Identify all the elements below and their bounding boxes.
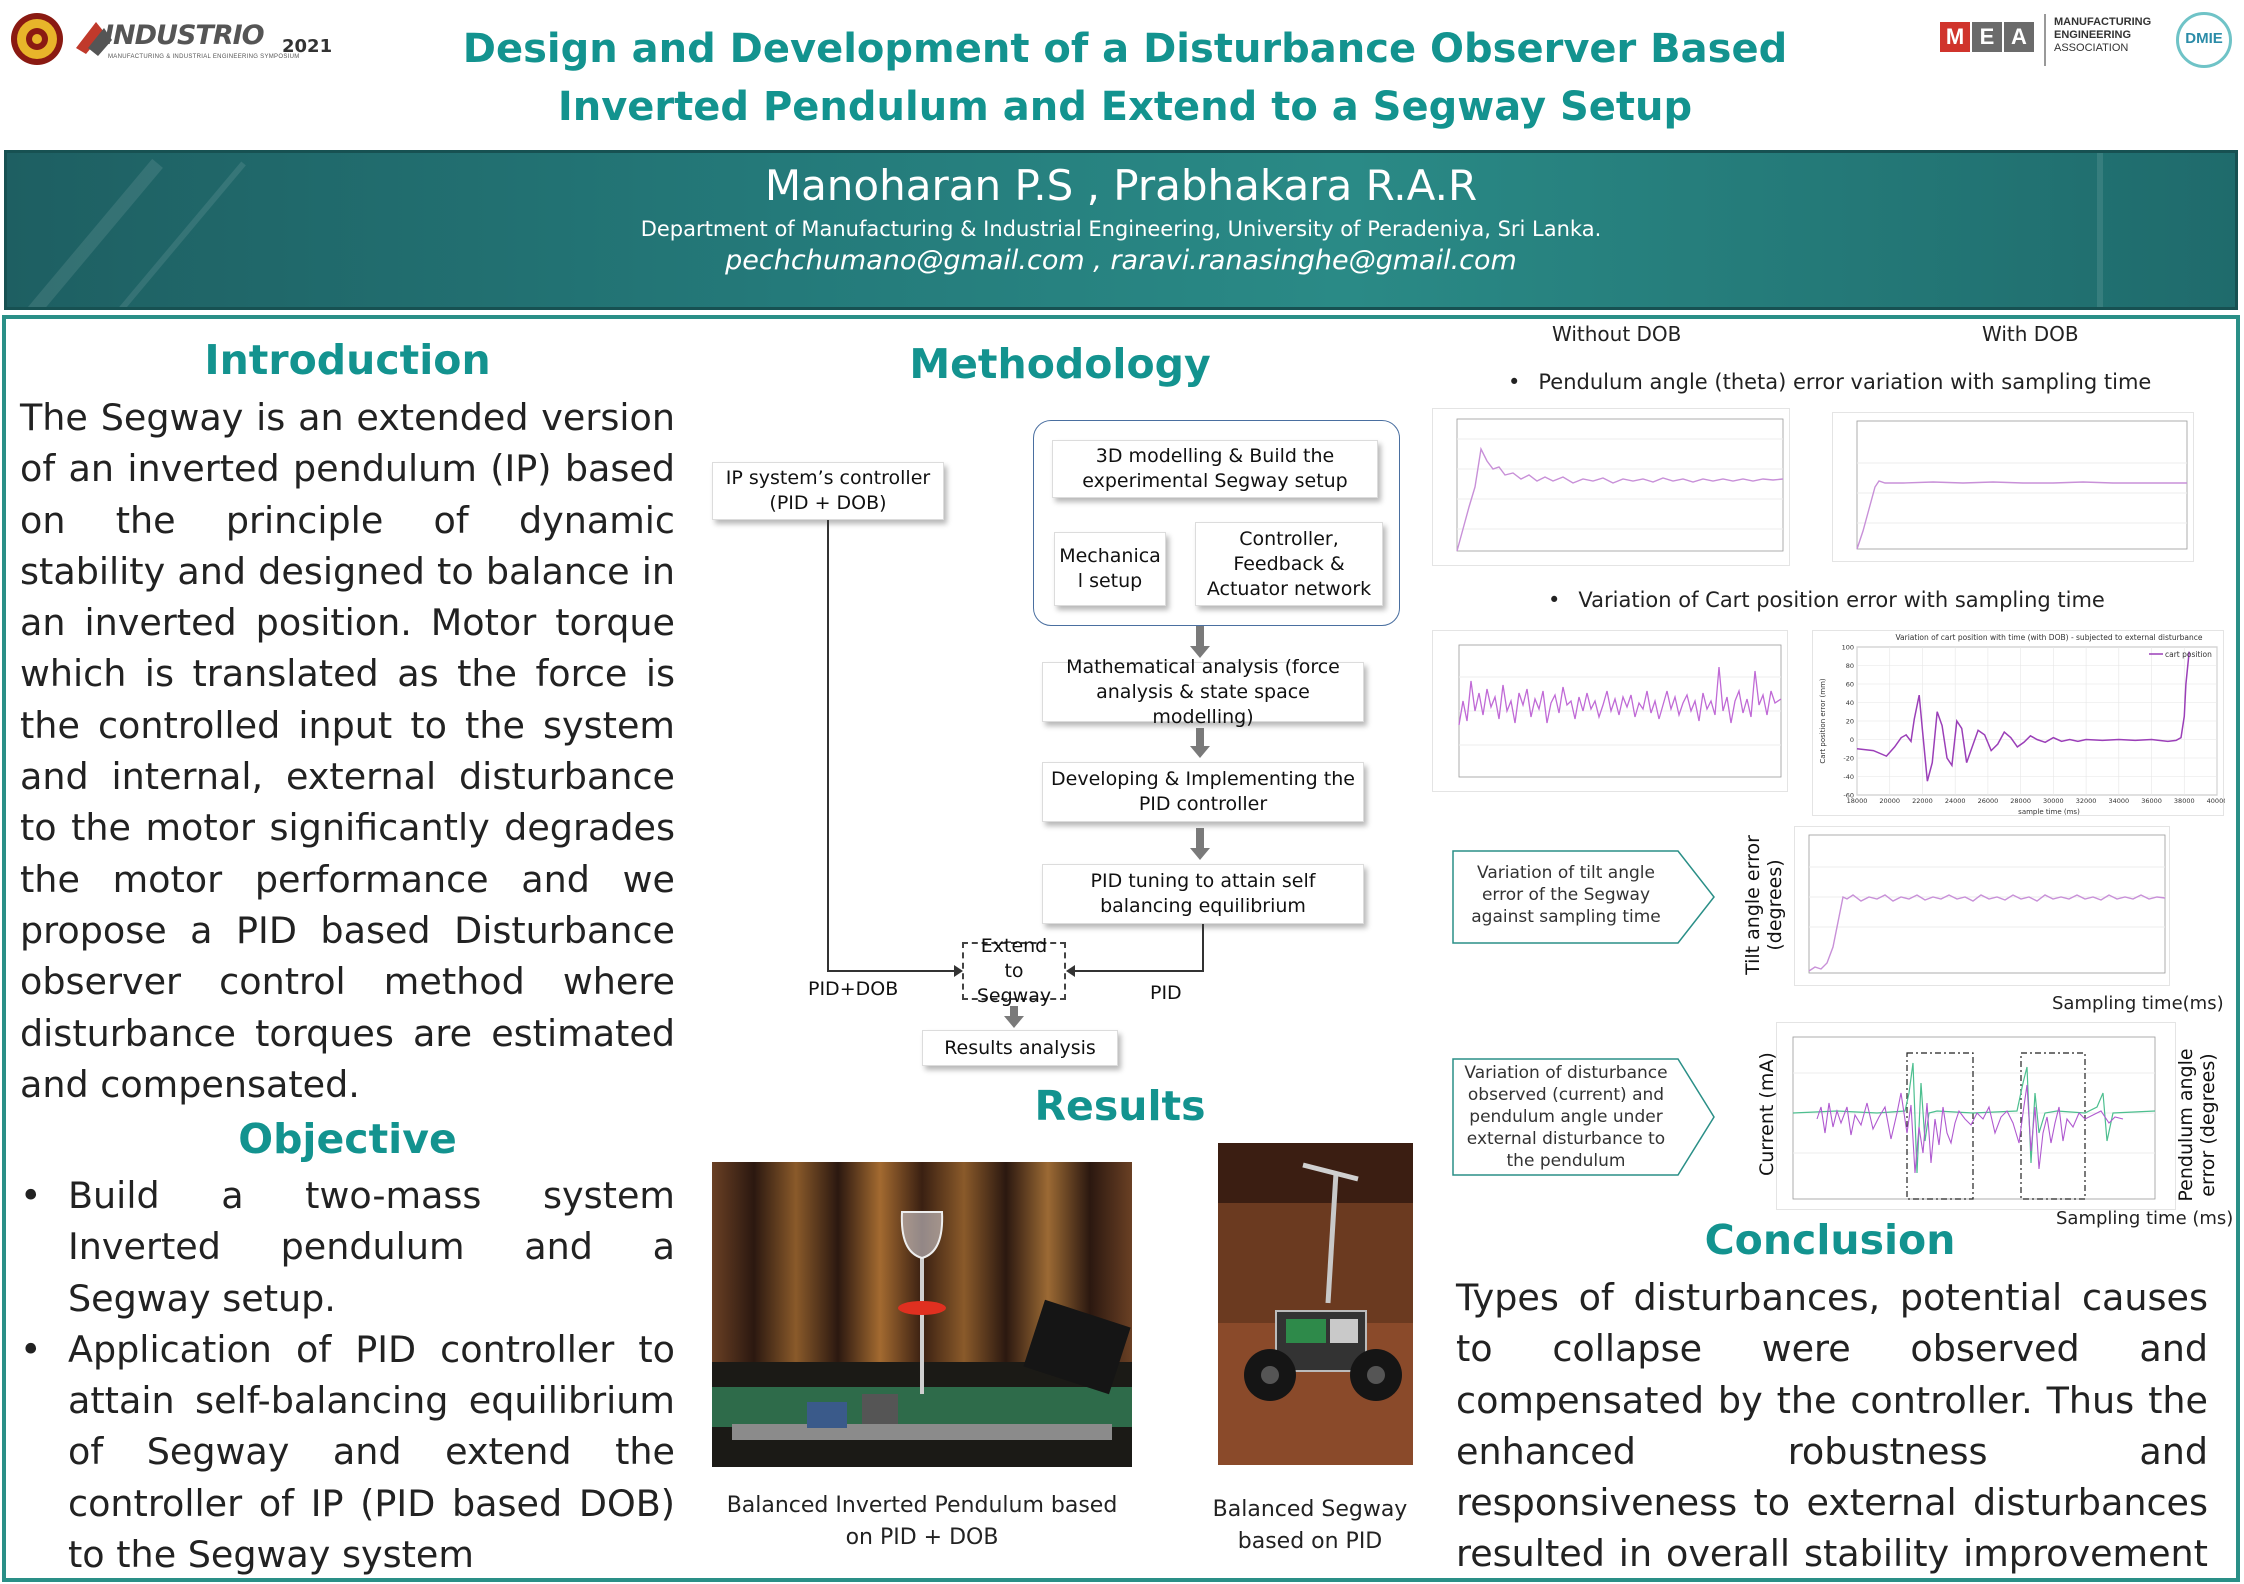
bullet-pendulum-angle-text: Pendulum angle (theta) error variation w… [1538, 370, 2152, 394]
y-tick-label: 100 [1842, 644, 1854, 652]
cart-position-without-dob-chart [1432, 630, 1788, 792]
x-tick-label: 26000 [1978, 797, 1999, 805]
pendulum-angle-without-dob-chart [1432, 408, 1790, 566]
x-tick-label: 22000 [1912, 797, 1933, 805]
flow-box-modelling: 3D modelling & Build the experimental Se… [1052, 440, 1378, 498]
bullet-cart-position: •Variation of Cart position error with s… [1548, 588, 2105, 612]
connector-arrow-head [1066, 965, 1075, 977]
mea-logo: M E A MANUFACTURING ENGINEERING ASSOCIAT… [1940, 14, 2200, 70]
x-tick-label: 36000 [2141, 797, 2162, 805]
connector-line [827, 970, 955, 972]
pendulum-angle-error-ylabel: Pendulum angle error (degrees) [2175, 1048, 2219, 1202]
introduction-body: The Segway is an extended version of an … [20, 396, 675, 1106]
flow-arrow-head [1004, 1016, 1024, 1028]
authors: Manoharan P.S , Prabhakara R.A.R [764, 161, 1478, 210]
results-heading: Results [1034, 1082, 1206, 1130]
flow-box-results-analysis: Results analysis [922, 1030, 1118, 1066]
y-tick-label: 0 [1850, 736, 1854, 744]
disturbance-callout: Variation of disturbance observed (curre… [1452, 1058, 1716, 1176]
flow-arrow [1196, 626, 1204, 646]
inverted-pendulum-caption: Balanced Inverted Pendulum based on PID … [726, 1493, 1118, 1550]
x-tick-label: 32000 [2076, 797, 2097, 805]
label-pid-dob: PID+DOB [808, 978, 899, 1000]
flow-arrow-head [1190, 646, 1210, 658]
y-tick-label: 80 [1846, 662, 1854, 670]
flow-arrow-head [1190, 848, 1210, 860]
x-tick-label: 24000 [1945, 797, 1966, 805]
connector-line [827, 520, 829, 972]
industrio-logo: INDUSTRIO 2021 MANUFACTURING & INDUSTRIA… [74, 12, 332, 68]
flow-box-pid-tuning: PID tuning to attain self balancing equi… [1042, 864, 1364, 924]
label-pid: PID [1150, 982, 1182, 1004]
tilt-angle-callout-text: Variation of tilt angle error of the Seg… [1471, 863, 1661, 927]
y-tick-label: -20 [1843, 755, 1854, 763]
x-tick-label: 20000 [1879, 797, 1900, 805]
emails: pechchumano@gmail.com , raravi.ranasingh… [725, 245, 1517, 276]
flow-box-ip-controller: IP system’s controller (PID + DOB) [712, 462, 944, 520]
flow-arrow [1196, 728, 1204, 746]
y-tick-label: 60 [1846, 681, 1854, 689]
chart-title: Variation of cart position with time (wi… [1895, 633, 2202, 642]
pendulum-angle-with-dob-chart [1832, 412, 2194, 562]
y-tick-label: 20 [1846, 718, 1854, 726]
disturbance-current-chart [1776, 1022, 2176, 1210]
author-band: Manoharan P.S , Prabhakara R.A.R Departm… [4, 150, 2238, 310]
tilt-angle-xlabel: Sampling time(ms) [2052, 993, 2224, 1014]
chart-x-label: sample time (ms) [2018, 808, 2080, 816]
segway-caption: Balanced Segway based on PID [1212, 1497, 1408, 1554]
x-tick-label: 18000 [1847, 797, 1868, 805]
flow-box-extend-segway: Extend to Segway [962, 935, 1066, 1007]
without-dob-label: Without DOB [1552, 322, 1682, 346]
disturbance-xlabel: Sampling time (ms) [2056, 1208, 2234, 1229]
objective-item: Application of PID controller to attain … [20, 1324, 675, 1580]
objective-heading: Objective [238, 1115, 457, 1163]
setup-group-outline [1033, 420, 1400, 626]
objective-item: Build a two-mass system Inverted pendulu… [20, 1170, 675, 1324]
segway-tilt-angle-chart [1794, 826, 2170, 986]
conclusion-heading: Conclusion [1704, 1216, 1956, 1264]
legend-label: cart position [2165, 650, 2212, 659]
dmie-logo: DMIE [2176, 12, 2232, 68]
poster-title-line-2: Inverted Pendulum and Extend to a Segway… [557, 84, 1693, 130]
bullet-pendulum-angle: •Pendulum angle (theta) error variation … [1508, 370, 2152, 394]
introduction-heading: Introduction [204, 336, 491, 384]
methodology-heading: Methodology [909, 340, 1211, 388]
flow-box-mechanical: Mechanica l setup [1054, 532, 1166, 606]
bullet-cart-position-text: Variation of Cart position error with sa… [1578, 588, 2105, 612]
flow-arrow [1010, 1006, 1018, 1016]
x-tick-label: 34000 [2108, 797, 2129, 805]
connector-line [1074, 970, 1204, 972]
tilt-angle-ylabel: Tilt angle error (degrees) [1742, 835, 1786, 975]
objective-list: Build a two-mass system Inverted pendulu… [20, 1170, 675, 1580]
department: Department of Manufacturing & Industrial… [640, 217, 1602, 241]
flow-arrow [1196, 828, 1204, 848]
inverted-pendulum-photo [712, 1162, 1132, 1467]
y-tick-label: 40 [1846, 699, 1854, 707]
x-tick-label: 40000 [2207, 797, 2225, 805]
with-dob-label: With DOB [1982, 322, 2079, 346]
cart-position-with-dob-chart: Variation of cart position with time (wi… [1812, 630, 2225, 816]
university-seal-logo [10, 12, 64, 66]
conclusion-body: Types of disturbances, potential causes … [1456, 1276, 2208, 1584]
segway-photo [1218, 1143, 1413, 1465]
x-tick-label: 38000 [2174, 797, 2195, 805]
cart-position-with-dob-svg: Variation of cart position with time (wi… [1819, 633, 2225, 816]
x-tick-label: 28000 [2010, 797, 2031, 805]
flow-box-controller-network: Controller, Feedback & Actuator network [1195, 522, 1383, 606]
y-tick-label: -60 [1843, 792, 1854, 800]
chart-y-label: Cart position error (mm) [1819, 678, 1827, 764]
y-tick-label: -40 [1843, 773, 1854, 781]
flow-box-pid-implementation: Developing & Implementing the PID contro… [1042, 762, 1364, 822]
flow-arrow-head [1190, 746, 1210, 758]
series-line-cart-position [1856, 651, 2190, 782]
disturbance-callout-text: Variation of disturbance observed (curre… [1464, 1063, 1668, 1171]
poster-title-line-1: Design and Development of a Disturbance … [462, 26, 1788, 72]
content-frame [2, 315, 2240, 1582]
connector-line [1202, 924, 1204, 972]
flow-box-math-analysis: Mathematical analysis (force analysis & … [1042, 656, 1364, 728]
connector-arrow-head [954, 965, 963, 977]
tilt-angle-callout: Variation of tilt angle error of the Seg… [1452, 850, 1716, 944]
x-tick-label: 30000 [2043, 797, 2064, 805]
